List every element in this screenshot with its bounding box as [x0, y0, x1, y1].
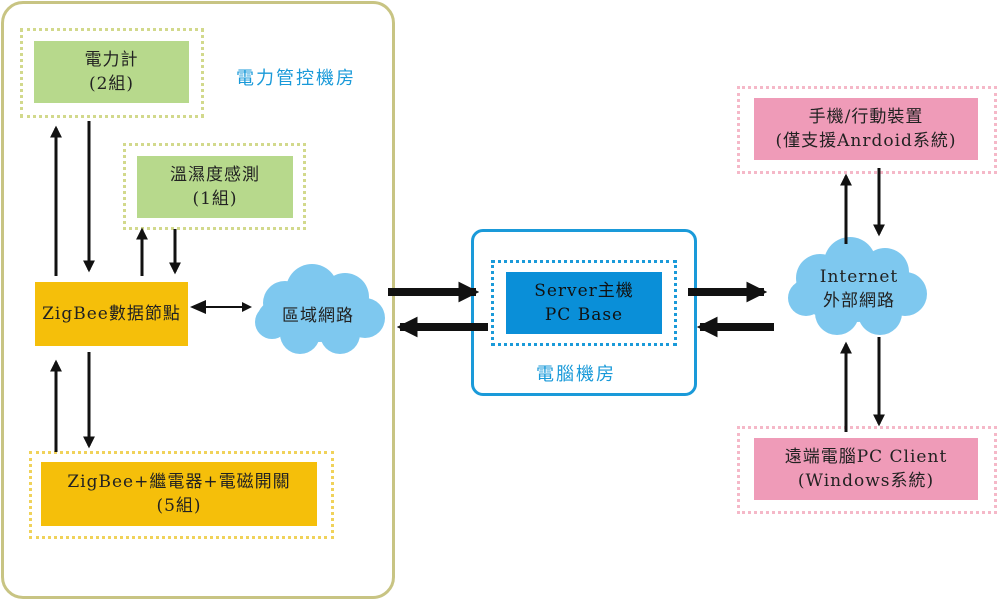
power-control-room-label: 電力管控機房	[236, 68, 356, 89]
mobile-box: 手機/行動裝置 (僅支援Anrdoid系統)	[754, 98, 978, 160]
lan-title: 區域網路	[282, 306, 354, 326]
power-control-room-frame	[1, 1, 395, 599]
zigbee-relay-title: ZigBee+繼電器+電磁開關	[67, 472, 291, 492]
remote-pc-subtitle: (Windows系統)	[797, 471, 935, 491]
mobile-group	[737, 86, 997, 174]
temp-sensor-box: 溫濕度感測 (1組)	[137, 156, 293, 218]
server-box: Server主機 PC Base	[506, 272, 662, 334]
server-group	[491, 260, 677, 346]
power-meter-title: 電力計	[84, 50, 139, 70]
lan-label: 區域網路	[268, 304, 368, 328]
mobile-title: 手機/行動裝置	[808, 107, 924, 127]
power-meter-count: (2組)	[88, 74, 135, 94]
remote-pc-title: 遠端電腦PC Client	[784, 447, 948, 467]
lan-cloud-icon	[255, 264, 385, 354]
server-room-frame	[471, 229, 697, 396]
power-meter-group	[20, 28, 204, 118]
internet-label: Internet 外部網路	[800, 265, 918, 313]
zigbee-node-box: ZigBee數据節點	[35, 282, 188, 346]
server-subtitle: PC Base	[544, 305, 624, 325]
zigbee-node-title: ZigBee數据節點	[42, 304, 181, 324]
server-title: Server主機	[534, 281, 634, 301]
internet-cloud-icon	[788, 237, 927, 335]
zigbee-relay-count: (5組)	[156, 496, 202, 516]
temp-sensor-count: (1組)	[192, 189, 238, 209]
mobile-subtitle: (僅支援Anrdoid系統)	[775, 131, 957, 151]
zigbee-relay-box: ZigBee+繼電器+電磁開關 (5組)	[41, 462, 317, 526]
zigbee-relay-group	[29, 451, 334, 539]
internet-title: Internet	[819, 267, 899, 287]
internet-subtitle: 外部網路	[823, 291, 895, 311]
power-meter-box: 電力計 (2組)	[34, 41, 189, 103]
remote-pc-group	[737, 426, 997, 514]
temp-sensor-title: 溫濕度感測	[170, 165, 260, 185]
temp-sensor-group	[123, 143, 306, 230]
server-room-label: 電腦機房	[536, 364, 616, 385]
remote-pc-box: 遠端電腦PC Client (Windows系統)	[754, 438, 978, 500]
